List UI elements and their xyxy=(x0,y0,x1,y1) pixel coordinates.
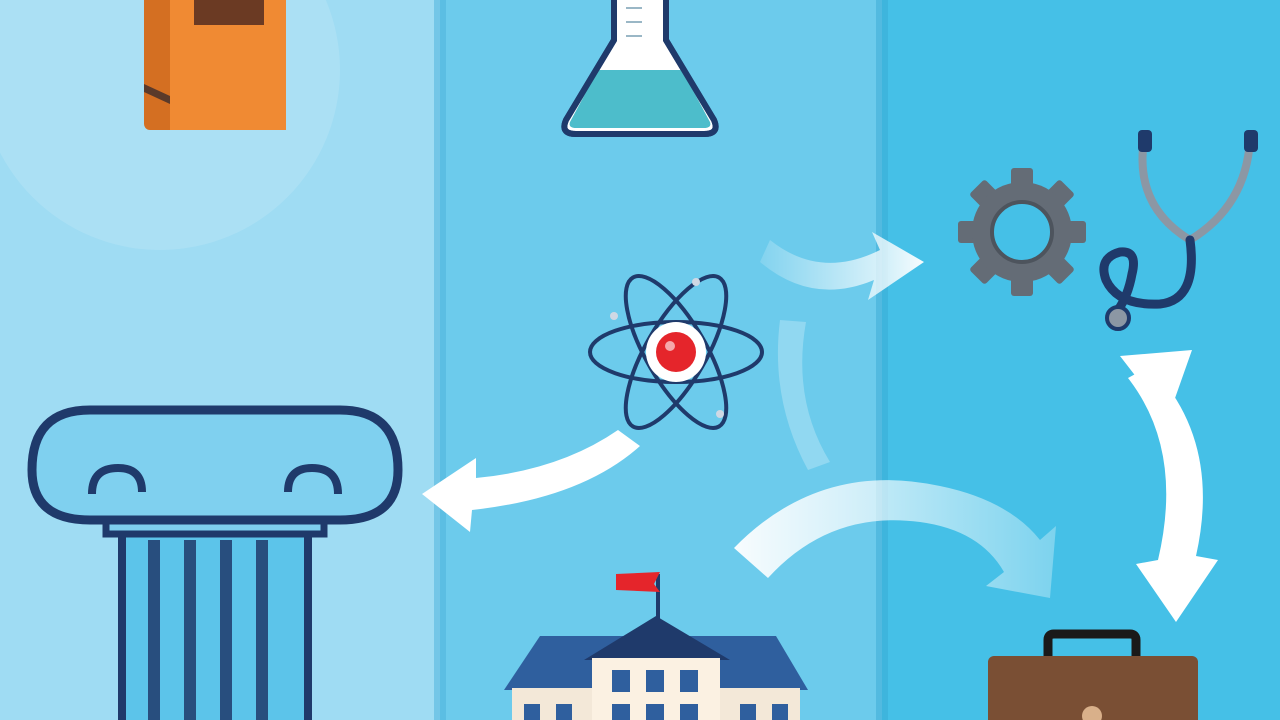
right-panel xyxy=(882,0,1280,720)
stethoscope-icon xyxy=(1099,130,1258,331)
gear-icon xyxy=(958,168,1086,296)
flask-icon xyxy=(561,0,719,137)
school-building-icon xyxy=(504,572,808,720)
atom-icon xyxy=(588,274,764,430)
divider-left xyxy=(434,0,446,720)
divider-right xyxy=(876,0,888,720)
book-icon xyxy=(144,0,286,130)
briefcase-icon xyxy=(988,629,1198,720)
curved-arrow-icon xyxy=(422,232,1218,622)
column-icon xyxy=(27,405,403,720)
